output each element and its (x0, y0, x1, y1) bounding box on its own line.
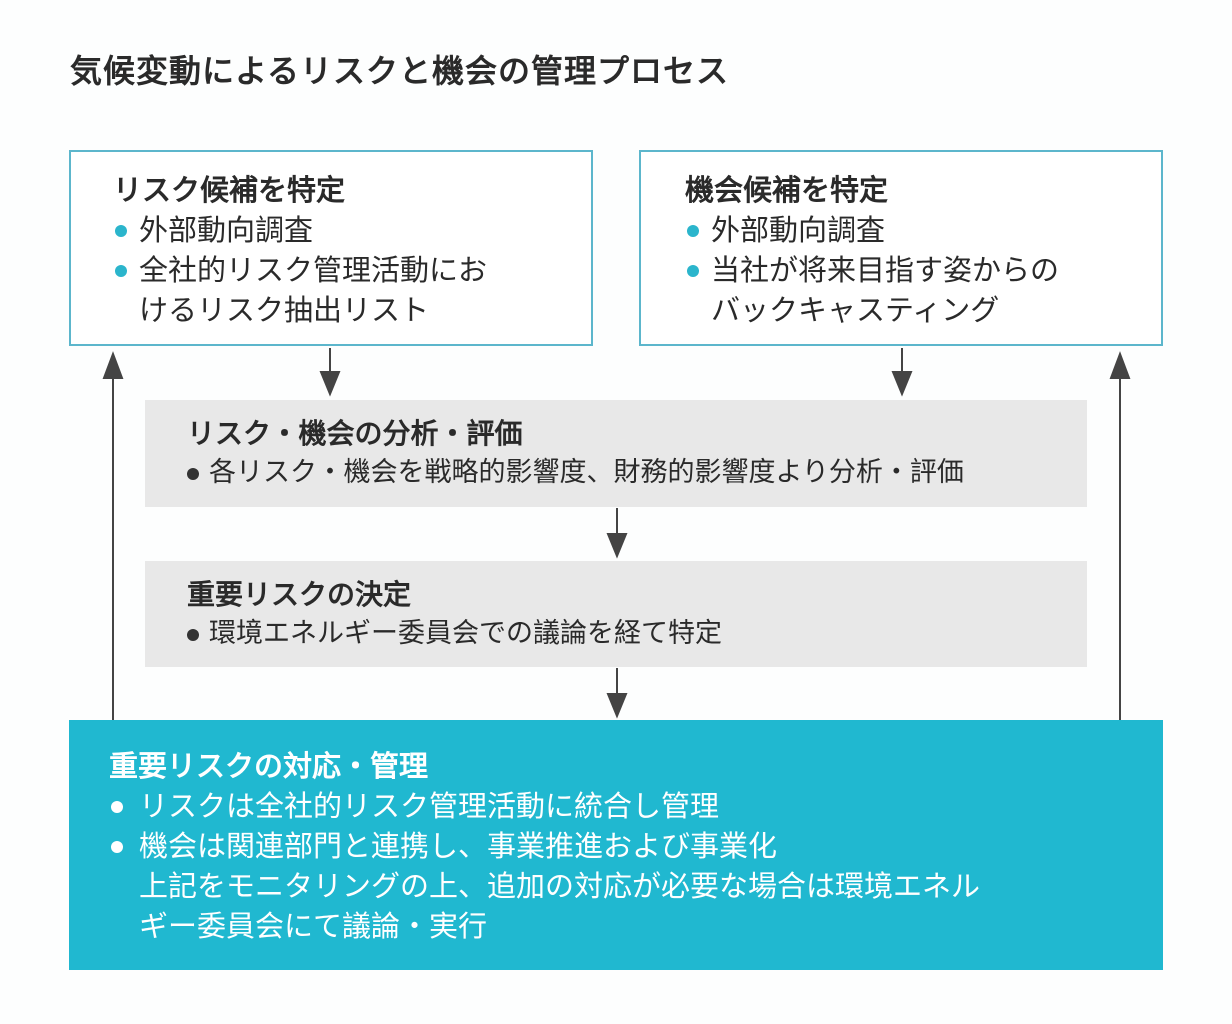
opportunity-box-item-continued: バックキャスティング (711, 293, 1000, 327)
management-box: 重要リスクの対応・管理 リスクは全社的リスク管理活動に統合し管理 機会は関連部門… (69, 720, 1163, 970)
opportunity-box-item: 外部動向調査 (685, 210, 1059, 250)
bullet-icon (115, 265, 127, 277)
bullet-icon (687, 225, 699, 237)
decision-box-heading: 重要リスクの決定 (187, 578, 412, 611)
risk-box-item-continued: けるリスク抽出リスト (139, 293, 430, 327)
risk-candidates-box: リスク候補を特定 外部動向調査 全社的リスク管理活動にお けるリスク抽出リスト (69, 150, 593, 346)
opportunity-box-item: 当社が将来目指す姿からの (685, 250, 1059, 290)
management-box-item-continued: ギー委員会にて議論・実行 (139, 909, 488, 943)
arrow-down-icon (319, 348, 341, 397)
bullet-icon (111, 841, 123, 853)
arrow-up-icon (1109, 351, 1131, 720)
arrow-up-icon (102, 351, 124, 720)
arrow-down-icon (606, 508, 628, 559)
bullet-icon (687, 265, 699, 277)
diagram-title: 気候変動によるリスクと機会の管理プロセス (70, 52, 730, 90)
decision-box: 重要リスクの決定 環境エネルギー委員会での議論を経て特定 (145, 561, 1087, 667)
arrow-down-icon (891, 348, 913, 397)
opportunity-candidates-box: 機会候補を特定 外部動向調査 当社が将来目指す姿からの バックキャスティング (639, 150, 1163, 346)
management-box-item: 機会は関連部門と連携し、事業推進および事業化 (109, 826, 980, 866)
management-box-item: リスクは全社的リスク管理活動に統合し管理 (109, 786, 980, 826)
bullet-icon (111, 801, 123, 813)
opportunity-box-heading: 機会候補を特定 (685, 173, 889, 207)
analysis-box-heading: リスク・機会の分析・評価 (187, 417, 523, 450)
risk-box-item: 外部動向調査 (113, 210, 487, 250)
analysis-box-item: 各リスク・機会を戦略的影響度、財務的影響度より分析・評価 (187, 454, 964, 492)
analysis-box: リスク・機会の分析・評価 各リスク・機会を戦略的影響度、財務的影響度より分析・評… (145, 400, 1087, 507)
risk-box-item: 全社的リスク管理活動にお (113, 250, 487, 290)
arrow-down-icon (606, 668, 628, 719)
bullet-icon (115, 225, 127, 237)
management-box-heading: 重要リスクの対応・管理 (109, 749, 429, 783)
management-box-item-continued: 上記をモニタリングの上、追加の対応が必要な場合は環境エネル (139, 869, 981, 903)
bullet-icon (187, 468, 199, 480)
decision-box-item: 環境エネルギー委員会での議論を経て特定 (187, 615, 722, 653)
bullet-icon (187, 629, 199, 641)
risk-box-heading: リスク候補を特定 (113, 173, 346, 207)
